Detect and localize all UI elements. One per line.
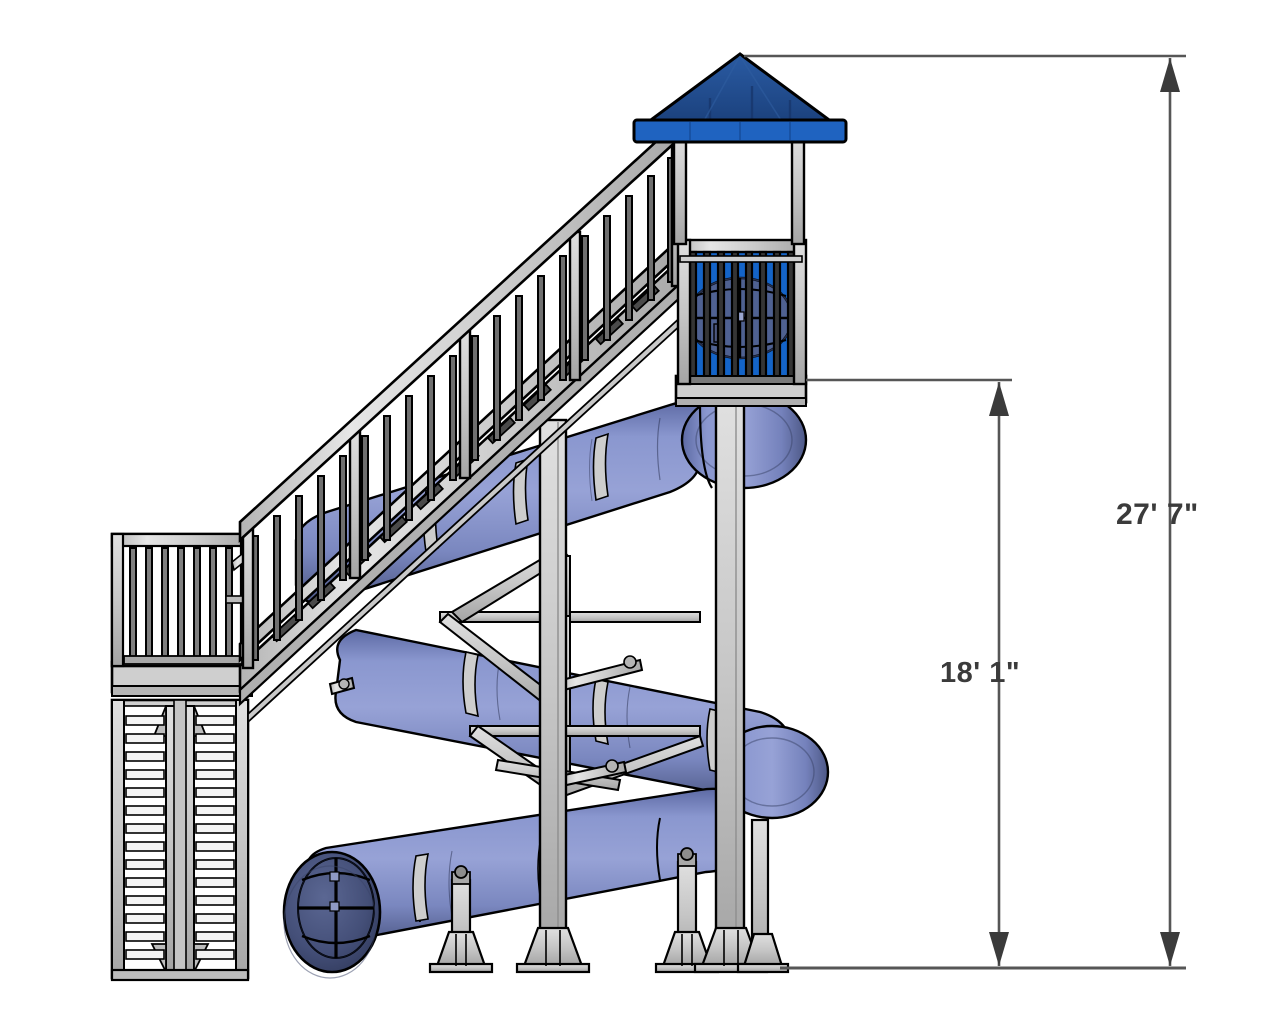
footing-far-right [736,932,790,974]
column-footings [428,926,790,974]
arrowhead-deck-bottom [989,932,1009,966]
arrowhead-total-top [1160,58,1180,92]
column-mid-tall [538,418,568,968]
landing-platform [110,532,255,697]
dimension-annotations [744,54,1186,966]
footing-short-right [654,930,720,974]
dimension-label-deck-height: 18' 1" [940,657,1021,689]
footing-short-left [428,930,494,974]
stair-treads-right [195,715,235,960]
tower-roof [632,52,848,144]
landing-balusters [129,547,233,663]
dimension-label-total-height: 27' 7" [1116,498,1199,531]
arrowhead-deck-top [989,382,1009,416]
footing-mid-tall [515,926,591,974]
deck-balusters [688,250,796,384]
flume-exit-opening [282,850,382,979]
lower-stair-tower [110,698,250,982]
ramp-balusters [251,157,675,661]
arrowhead-total-bottom [1160,932,1180,966]
stair-treads-left [125,715,165,960]
tower-deck [672,130,808,407]
column-tower-main [714,396,746,968]
access-stair-ramp [238,115,688,725]
support-columns [450,396,770,968]
